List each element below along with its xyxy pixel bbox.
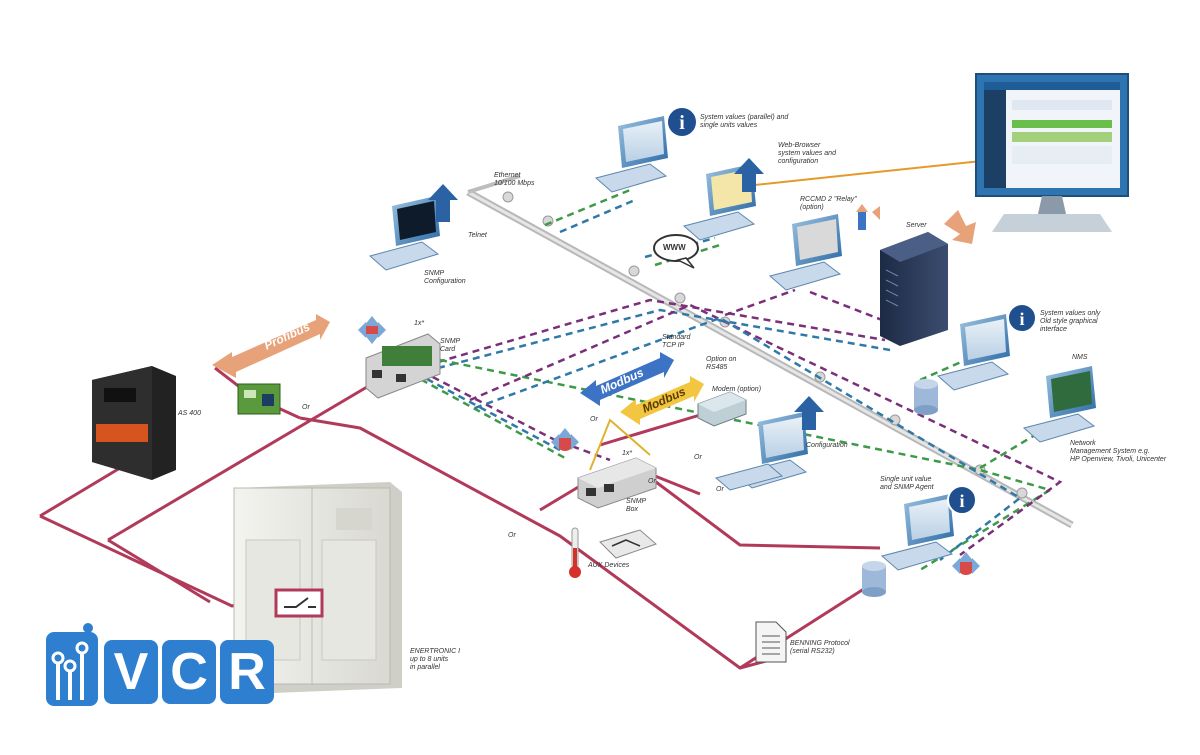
server-label: Server: [906, 222, 927, 229]
large-monitor: [975, 73, 1129, 232]
server-arrow-icon: [944, 210, 976, 244]
snmp-box-prefix: 1x*: [622, 450, 633, 457]
document-icon: [755, 621, 787, 663]
thermometer: [569, 527, 581, 578]
logo-letter-c: C: [162, 640, 216, 704]
dashed-links: [389, 188, 1063, 572]
info-icon: i i i: [666, 106, 1037, 515]
snmp-box: [577, 457, 657, 509]
standard-tcpip-label: Standard TCP IP: [662, 334, 691, 349]
serial-line-to-single-unit: [639, 468, 881, 550]
profibus-arrow: [212, 314, 330, 378]
www-label: WWW: [663, 243, 686, 252]
web-link-line: [744, 157, 1011, 187]
single-unit-label: Single unit value and SNMP Agent: [880, 476, 934, 491]
nms-label: NMS: [1072, 354, 1088, 361]
ethernet-label: Ethernet 10/100 Mbps: [494, 172, 535, 187]
or-label: Or: [694, 454, 702, 461]
or-label: Or: [716, 486, 724, 493]
enertronic-label: ENERTRONIC I up to 8 units in parallel: [410, 648, 461, 671]
svg-text:i: i: [679, 112, 685, 134]
modem-label: Modem (option): [712, 386, 762, 393]
snmp-box-arrows: [551, 428, 579, 451]
snmp-card-label: SNMP Card: [440, 338, 461, 353]
logo-letter-v: V: [104, 640, 158, 704]
network-management-label: Network Management System e.g. HP Openvi…: [1070, 440, 1167, 463]
rccmd-label: RCCMD 2 "Relay" (option): [800, 196, 857, 211]
laptop-rccmd: [768, 214, 842, 291]
aux-devices-label: AUX Devices: [588, 562, 630, 569]
modem: [697, 391, 747, 427]
system-values-old-label: System values only Old style graphical i…: [1040, 310, 1101, 333]
snmp-card-prefix: 1x*: [414, 320, 425, 327]
logo-mark-icon: [46, 623, 98, 706]
configuration-label: Configuration: [806, 442, 848, 449]
system-values-top-label: System values (parallel) and single unit…: [700, 114, 789, 129]
laptop-old-style: [936, 314, 1010, 391]
www-cloud-icon: [653, 234, 699, 269]
or-label: Or: [590, 416, 598, 423]
snmp-card: [365, 333, 441, 399]
web-browser-label: Web-Browser system values and configurat…: [778, 142, 836, 165]
laptop-modem-client: [714, 463, 784, 491]
or-label: Or: [648, 478, 656, 485]
server-tower: [880, 232, 948, 346]
snmp-card-arrows: [358, 316, 386, 344]
benning-label: BENNING Protocol (serial RS232): [790, 640, 850, 655]
svg-text:i: i: [959, 491, 964, 511]
as400-label: AS 400: [178, 410, 201, 417]
telnet-label: Telnet: [468, 232, 487, 239]
snmp-configuration-label: SNMP Configuration: [424, 270, 466, 285]
logo-letter-r: R: [220, 640, 274, 704]
option-rs485-label: Option on RS485: [706, 356, 737, 371]
serial-line-modem: [599, 413, 701, 447]
laptop-system-values: [594, 116, 668, 193]
up-arrow-icon: [428, 158, 824, 430]
relay-arrow-icon: [856, 204, 880, 230]
laptop-single-unit: [880, 494, 954, 571]
aux-switch-box: [599, 529, 657, 559]
snmp-box-label: SNMP Box: [626, 498, 647, 513]
laptop-telnet: [368, 196, 440, 271]
vcr-logo: V C R: [44, 622, 274, 710]
laptop-nms: [1022, 366, 1096, 443]
serial-line-as400: [39, 466, 121, 518]
or-label: Or: [508, 532, 516, 539]
svg-text:i: i: [1019, 309, 1024, 329]
modbus-arrow-yellow: [620, 376, 704, 425]
as400-server: [92, 366, 176, 480]
modbus-rs485-line: [589, 418, 651, 471]
serial-line-snmp-card: [107, 382, 373, 542]
profibus-card: [237, 383, 281, 415]
single-unit-arrows: [952, 552, 980, 575]
database-cylinder-1: [914, 379, 938, 415]
bypass-switch-symbol: [274, 588, 324, 618]
database-cylinder-2: [862, 561, 886, 597]
or-label: Or: [302, 404, 310, 411]
modbus-arrow-blue: [580, 352, 674, 406]
serial-line-ups-left: [107, 538, 211, 604]
serial-line-benning: [299, 416, 771, 670]
